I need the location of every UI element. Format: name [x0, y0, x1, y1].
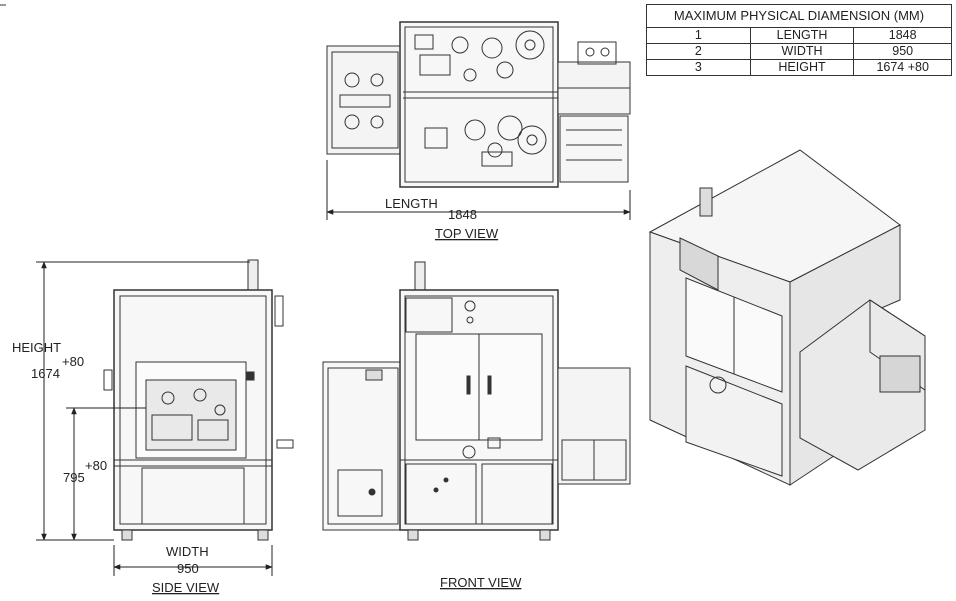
side-view-label: SIDE VIEW	[152, 580, 220, 595]
table-header-row: MAXIMUM PHYSICAL DIAMENSION (MM)	[646, 4, 952, 28]
top-view-drawing	[326, 21, 631, 188]
top-view-length-dimension	[326, 160, 631, 220]
row-number: 3	[646, 59, 751, 76]
top-view-dim-value: 1848	[448, 207, 477, 222]
side-view-height-value: 1674	[31, 366, 60, 381]
top-view-label: TOP VIEW	[435, 226, 499, 241]
table-row: 2 WIDTH 950	[646, 43, 952, 60]
side-view-lower-value: 795	[63, 470, 85, 485]
row-name: LENGTH	[749, 27, 855, 44]
row-value: 1848	[853, 27, 952, 44]
dimension-table: MAXIMUM PHYSICAL DIAMENSION (MM) 1 LENGT…	[646, 4, 952, 76]
side-view-drawing	[103, 259, 294, 541]
row-name: WIDTH	[749, 43, 855, 60]
side-view-height-name: HEIGHT	[12, 340, 61, 355]
front-view-drawing	[322, 261, 631, 541]
front-view-label: FRONT VIEW	[440, 575, 522, 590]
isometric-view-drawing	[648, 149, 926, 486]
row-value: 1674 +80	[853, 59, 952, 76]
top-view-dim-name: LENGTH	[385, 196, 438, 211]
side-view-width-value: 950	[177, 561, 199, 576]
row-number: 2	[646, 43, 751, 60]
row-number: 1	[646, 27, 751, 44]
side-view-width-name: WIDTH	[166, 544, 209, 559]
row-name: HEIGHT	[749, 59, 855, 76]
table-title: MAXIMUM PHYSICAL DIAMENSION (MM)	[646, 4, 952, 28]
side-view-dimensions	[36, 261, 273, 576]
side-view-lower-plus: +80	[85, 458, 107, 473]
table-row: 3 HEIGHT 1674 +80	[646, 59, 952, 76]
row-value: 950	[853, 43, 952, 60]
side-view-height-plus: +80	[62, 354, 84, 369]
table-row: 1 LENGTH 1848	[646, 27, 952, 44]
